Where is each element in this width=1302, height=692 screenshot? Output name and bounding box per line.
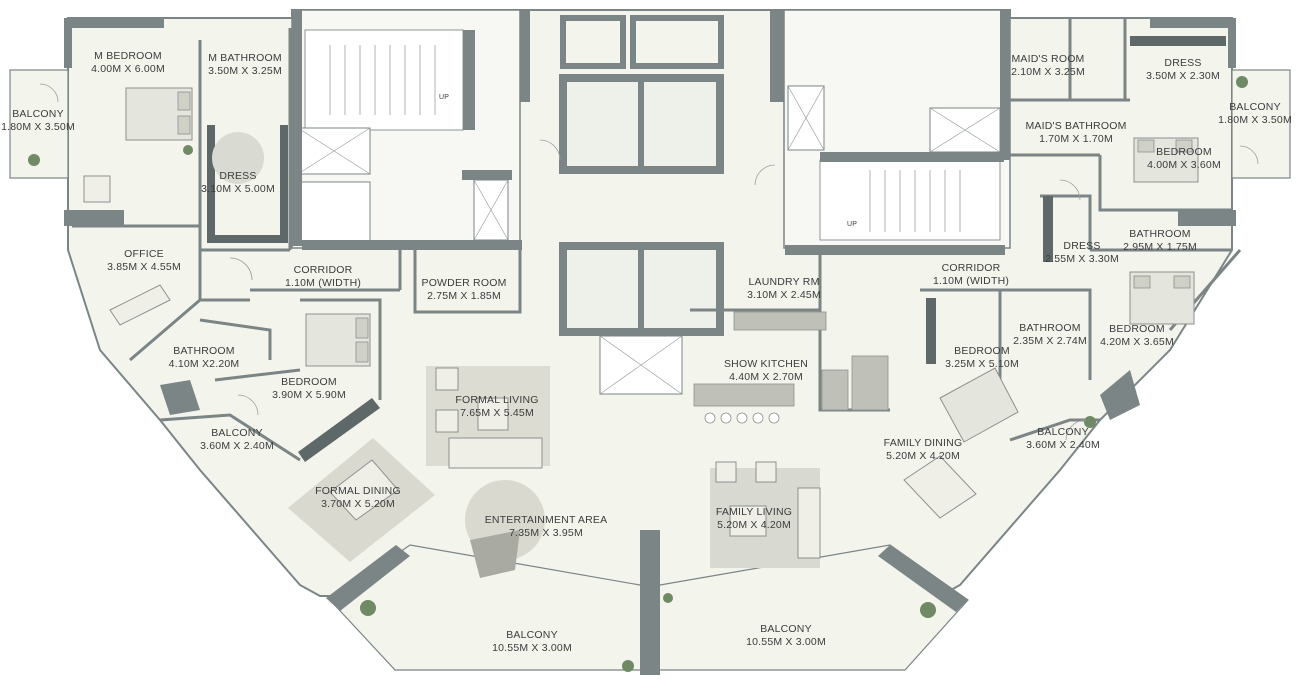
- east-balcony-slab: [1231, 69, 1291, 179]
- rugs: [212, 132, 820, 578]
- pillows: [177, 91, 1193, 363]
- plants: [28, 76, 1248, 672]
- partition-walls: [72, 18, 1242, 462]
- bar-stools: [704, 412, 780, 424]
- stair-up-mark-west: UP: [438, 94, 450, 101]
- stair-up-mark-east: UP: [846, 221, 858, 228]
- kitchen-counters: [693, 311, 889, 411]
- living-furniture: [83, 175, 977, 559]
- structural-walls: [64, 10, 1236, 675]
- wardrobes: [207, 36, 1226, 462]
- door-swings: [39, 83, 1259, 441]
- building-core: [291, 9, 1011, 395]
